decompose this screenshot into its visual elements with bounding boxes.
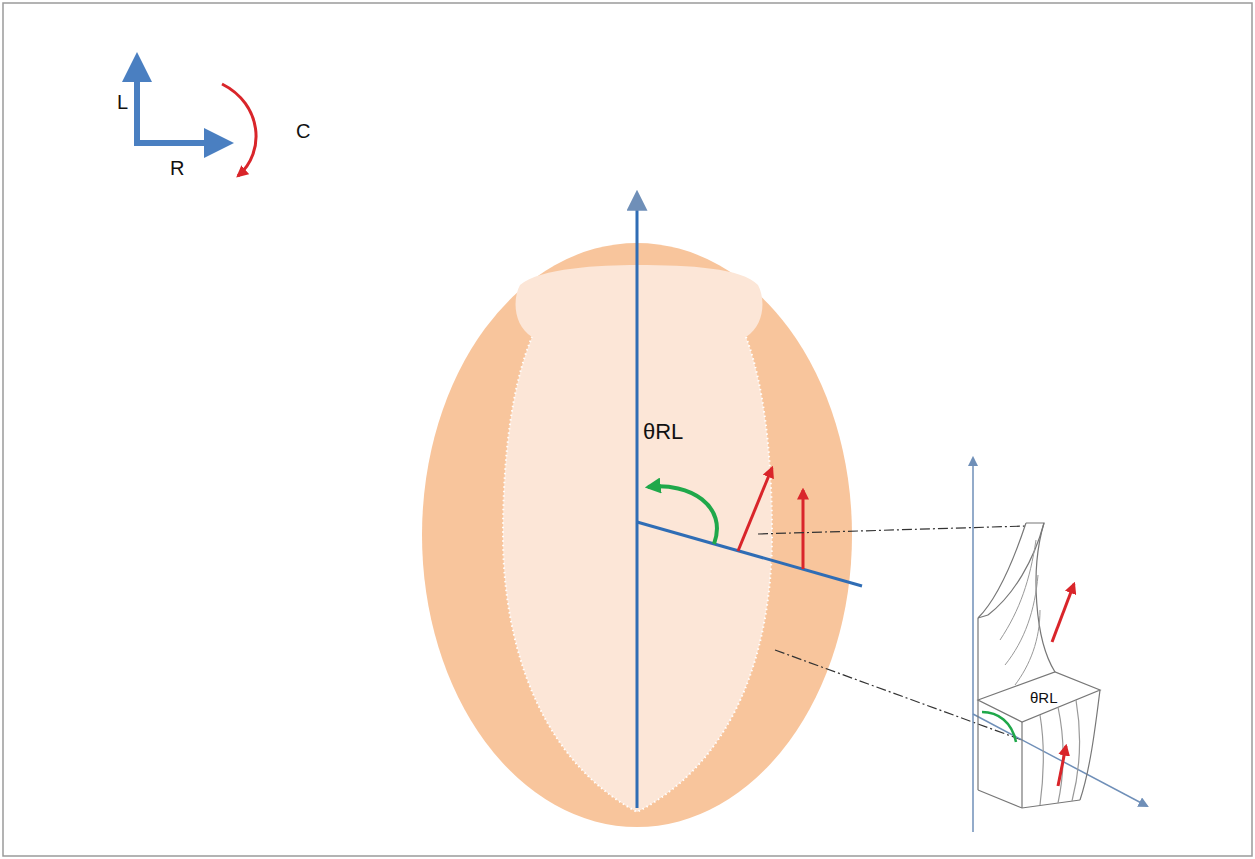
leader-line xyxy=(758,526,1026,534)
leader-line xyxy=(775,650,1022,740)
angle-arc xyxy=(648,486,717,544)
wood-block-detail xyxy=(973,458,1147,832)
radial-axis xyxy=(637,522,862,586)
axis-label: C xyxy=(296,121,310,141)
angle-label: θRL xyxy=(1030,690,1058,705)
axis-icon xyxy=(134,58,256,176)
longitudinal-axis xyxy=(636,194,639,808)
fibre-arrow xyxy=(738,468,772,551)
axis-label: R xyxy=(170,158,184,178)
frame xyxy=(3,3,1252,856)
fibre-arrow xyxy=(802,490,805,569)
axis-label: L xyxy=(117,92,128,112)
angle-label: θRL xyxy=(643,421,683,443)
